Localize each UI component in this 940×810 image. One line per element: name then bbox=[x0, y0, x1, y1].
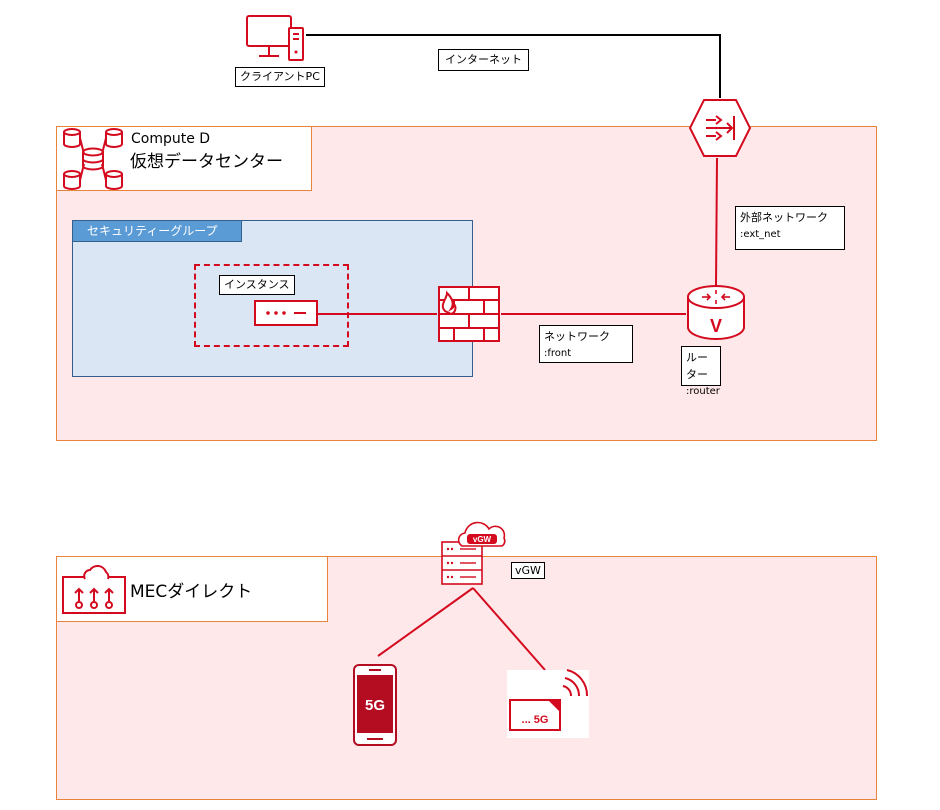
vgw-phone-line bbox=[377, 587, 474, 657]
internet-label: インターネット bbox=[438, 49, 529, 71]
virtual-router-icon: V bbox=[687, 285, 745, 340]
instance-box bbox=[194, 264, 349, 347]
mec-title: MECダイレクト bbox=[130, 582, 253, 602]
router-id: :router bbox=[686, 386, 720, 397]
client-pc-label: クライアントPC bbox=[235, 67, 325, 87]
5g-phone-icon: 5G bbox=[353, 664, 397, 746]
security-group-box bbox=[72, 220, 473, 377]
firewall-icon bbox=[438, 286, 500, 342]
security-group-label: セキュリティーグループ bbox=[72, 220, 242, 242]
router-glyph: V bbox=[710, 316, 722, 336]
ext-network-id: :ext_net bbox=[740, 229, 781, 240]
front-network-name: ネットワーク bbox=[544, 330, 610, 343]
device-5g-text: ... 5G bbox=[522, 714, 549, 726]
internet-line bbox=[306, 34, 721, 98]
vgw-device-line bbox=[472, 587, 546, 671]
router-label: ルーター :router bbox=[681, 346, 721, 397]
edge-cloud-icon bbox=[62, 565, 126, 614]
phone-5g-text: 5G bbox=[365, 697, 385, 714]
compute-region-label bbox=[56, 126, 312, 191]
vgw-cloud-text: vGW bbox=[473, 535, 492, 544]
router-name: ルーター bbox=[686, 351, 708, 381]
compute-title: Compute D bbox=[131, 131, 211, 147]
instance-label: インスタンス bbox=[219, 275, 295, 295]
vgw-server-icon: vGW bbox=[441, 521, 506, 585]
desktop-pc-icon bbox=[246, 15, 304, 61]
front-network-id: :front bbox=[544, 348, 572, 359]
5g-router-icon: ... 5G bbox=[507, 669, 589, 738]
gateway-router-line bbox=[715, 157, 718, 286]
server-instance-icon bbox=[254, 300, 318, 326]
database-cluster-icon bbox=[63, 128, 123, 190]
vgw-label: vGW bbox=[511, 562, 545, 579]
internet-gateway-icon bbox=[688, 99, 752, 157]
ext-network-label: 外部ネットワーク :ext_net bbox=[735, 206, 845, 250]
front-network-label: ネットワーク :front bbox=[539, 325, 633, 363]
ext-network-name: 外部ネットワーク bbox=[740, 211, 828, 224]
compute-subtitle: 仮想データセンター bbox=[130, 152, 283, 172]
